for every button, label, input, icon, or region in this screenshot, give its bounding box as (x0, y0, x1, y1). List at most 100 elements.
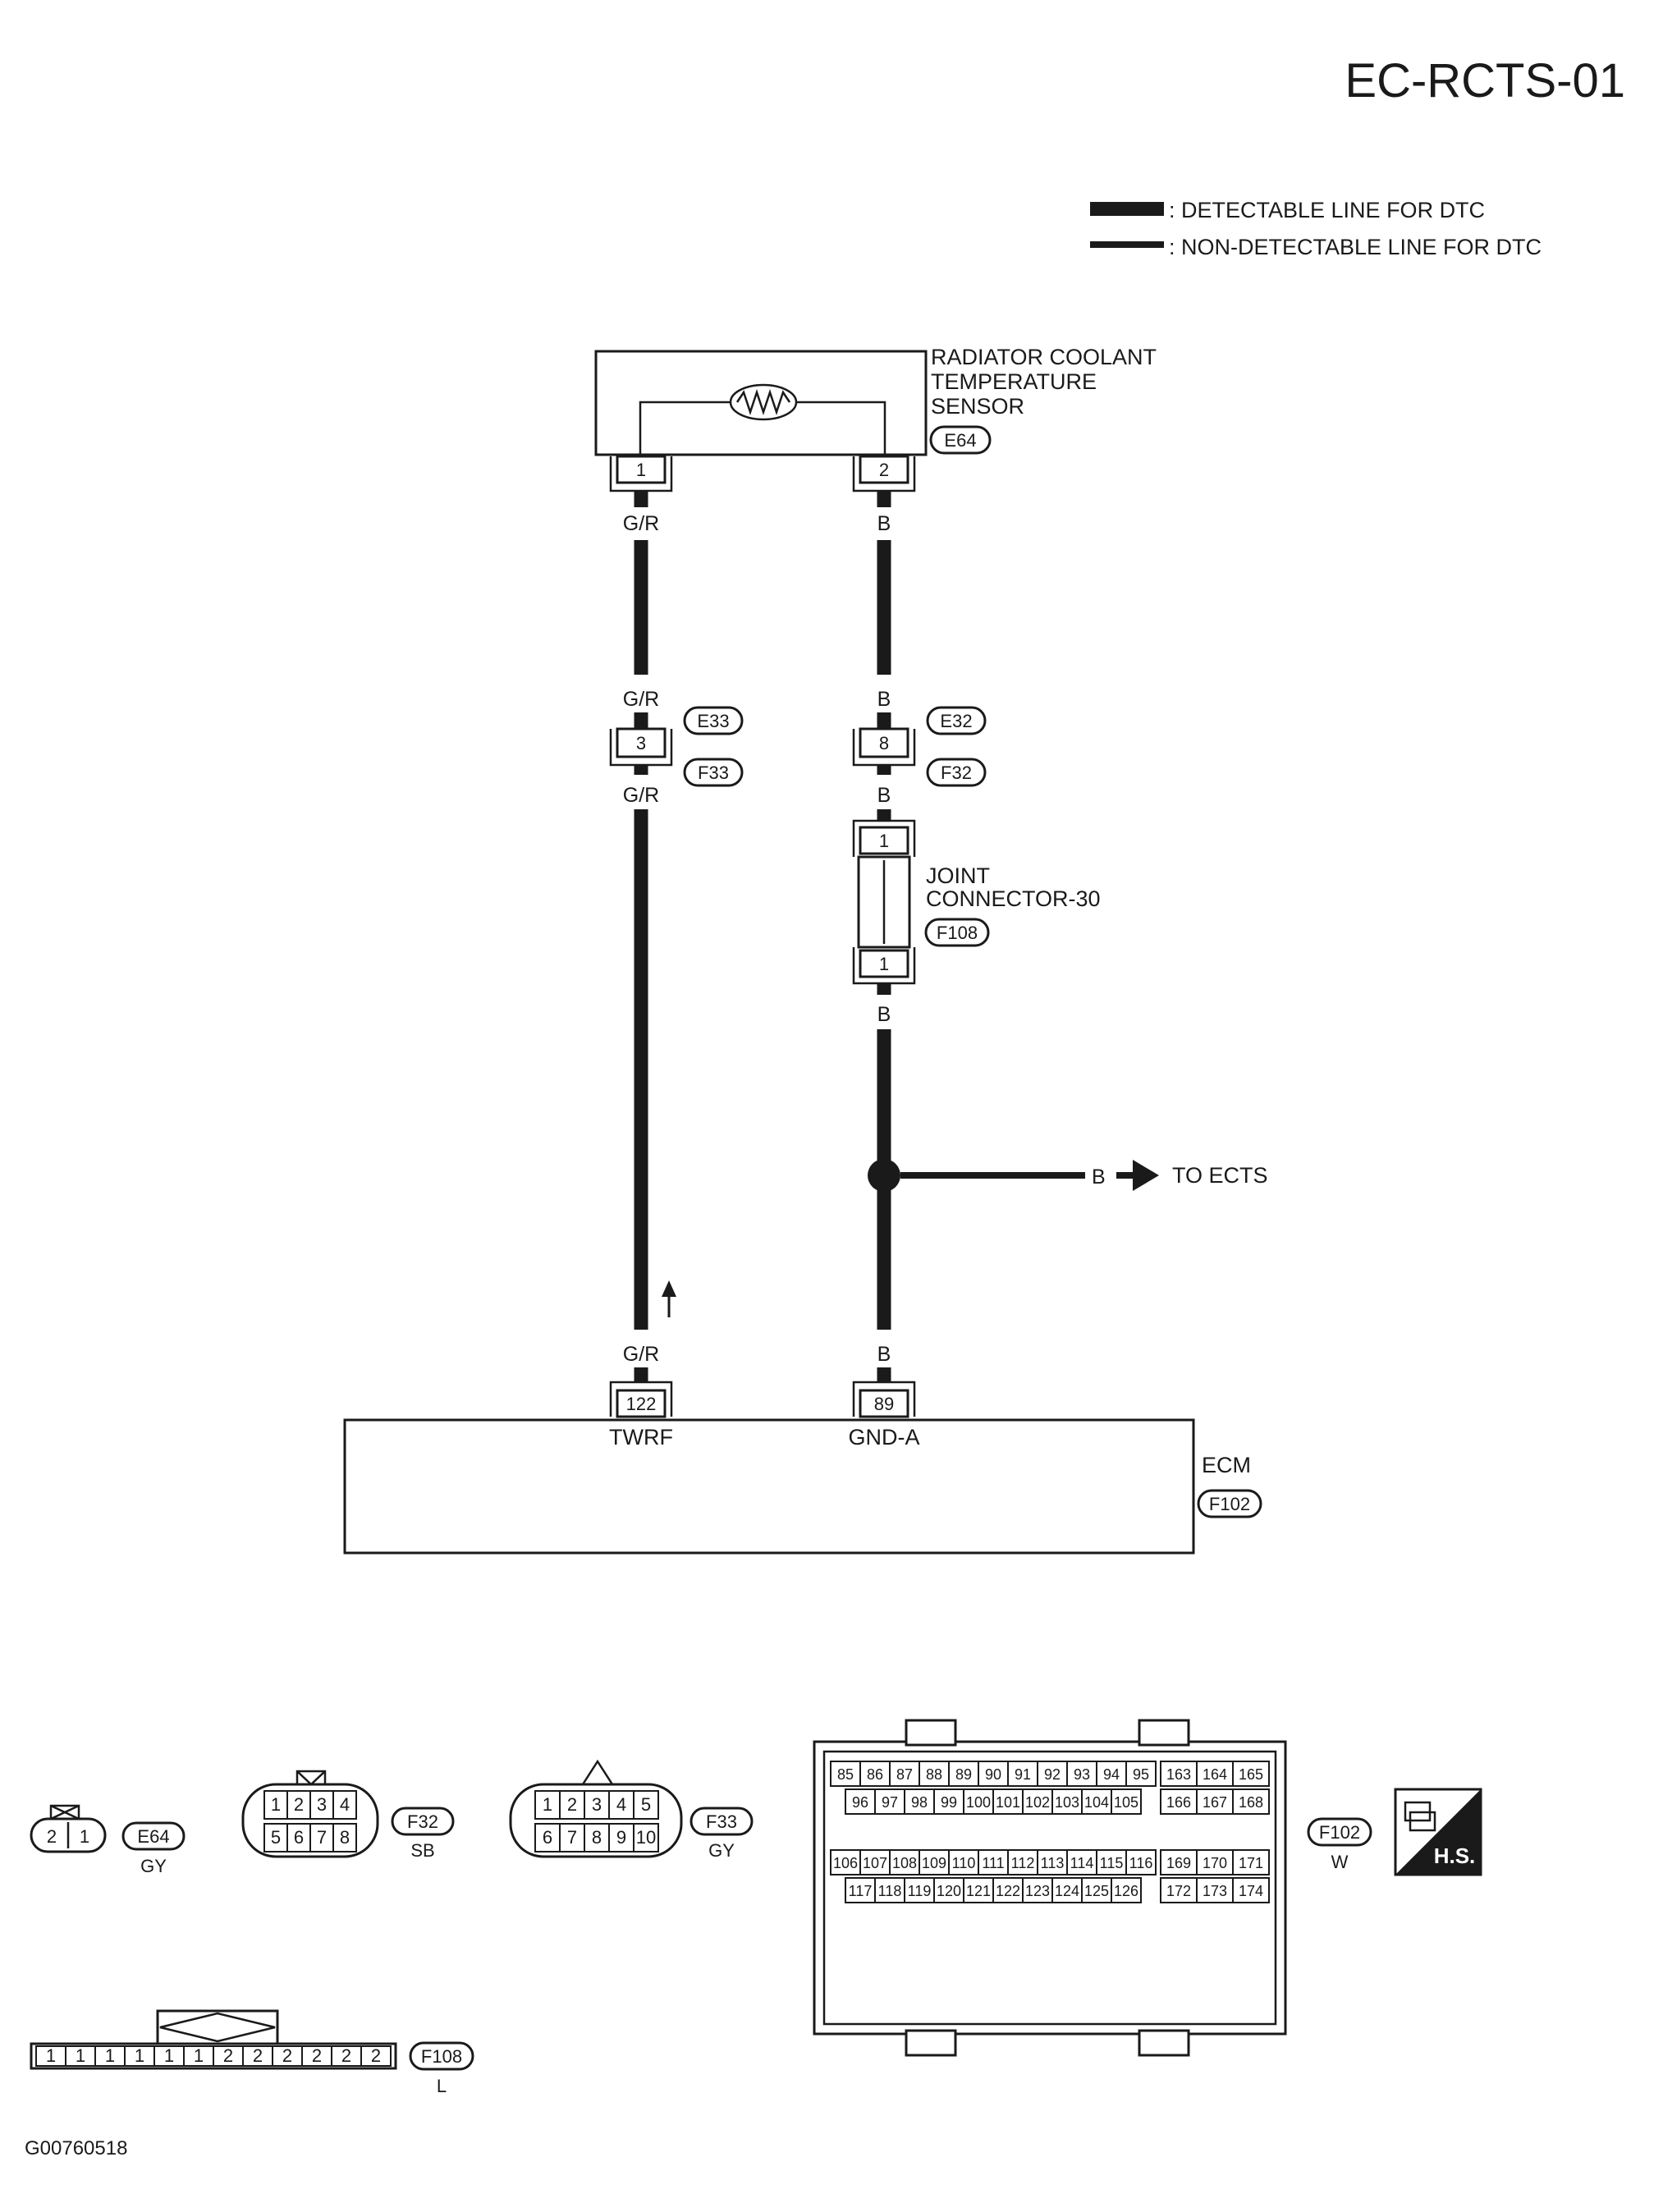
pin-label: 85 (837, 1766, 854, 1783)
pin-label: 4 (616, 1794, 626, 1815)
pin-label: 1 (105, 2045, 115, 2066)
pin-box (616, 727, 667, 758)
pin-box (616, 1389, 667, 1418)
arrow-right-icon (1116, 1160, 1159, 1191)
connector-color: L (437, 2076, 447, 2096)
signal-direction-arrow-icon (662, 1280, 676, 1317)
pin-label: 1 (164, 2045, 174, 2066)
pin-cell (534, 1790, 561, 1820)
pin-label: 172 (1166, 1883, 1191, 1899)
connector-key-icon (159, 2012, 276, 2043)
pin-label: 2 (567, 1794, 577, 1815)
connector-id-badge (689, 1807, 754, 1836)
hs-badge-icon: H.S. (1394, 1788, 1482, 1876)
pin-number: 122 (626, 1394, 657, 1414)
wire-color-gr-bottom: G/R (623, 1343, 659, 1366)
pin-label: 116 (1129, 1855, 1153, 1871)
pin-cell (301, 2045, 332, 2067)
connector-id: F32 (407, 1811, 438, 1832)
detectable-line-swatch (1090, 202, 1164, 216)
pin-label: 2 (341, 2045, 351, 2066)
connector-tag-e64 (929, 425, 992, 455)
joint-pin-top-box (859, 826, 909, 855)
page-title: EC-RCTS-01 (1345, 54, 1625, 108)
figure-code: G00760518 (25, 2137, 127, 2159)
pin-cell (1160, 1877, 1198, 1903)
pin-label: 163 (1166, 1766, 1191, 1783)
pin-cell (992, 1877, 1024, 1903)
pin-label: 167 (1203, 1794, 1227, 1811)
pin-number: 89 (874, 1394, 894, 1414)
pin-cell (919, 1849, 950, 1875)
connector-tag-e64-label: E64 (944, 430, 976, 451)
pin-label: 7 (317, 1827, 327, 1848)
pin-label: 91 (1015, 1766, 1031, 1783)
junction-connector-right: 8 E32 F32 (852, 706, 987, 787)
wire-color-b-below-joint: B (877, 1003, 891, 1026)
pin-cell (830, 1849, 861, 1875)
pin-label: 1 (543, 1794, 552, 1815)
joint-name-line-1: JOINT (926, 863, 990, 888)
pin-label: 9 (616, 1827, 626, 1848)
connector-color: GY (708, 1840, 735, 1861)
pin-label: 5 (641, 1794, 651, 1815)
pin-number: 1 (80, 1826, 89, 1847)
pin-cell (65, 2045, 96, 2067)
pin-cell (1022, 1877, 1053, 1903)
connector-tag-e33-label: E33 (697, 711, 729, 731)
connector-latch-bottom-right (1138, 2029, 1190, 2057)
connector-id-badge (409, 2041, 474, 2071)
pin-cell (904, 1788, 935, 1815)
pin-label: 95 (1133, 1766, 1149, 1783)
pin-cell (1196, 1761, 1234, 1787)
pin-cell (978, 1849, 1009, 1875)
pin-label: 171 (1239, 1855, 1263, 1871)
pin-label: 100 (966, 1794, 991, 1811)
joint-pin-bottom: 1 (879, 954, 889, 974)
pin-cell (1037, 1761, 1068, 1787)
connector-shell-inner (822, 1750, 1277, 2026)
pin-cell (1232, 1788, 1270, 1815)
connector-tag-f108-label: F108 (937, 923, 978, 943)
pin-box (616, 455, 667, 484)
pin-label: 96 (852, 1794, 868, 1811)
pin-cell (1111, 1788, 1142, 1815)
pin-label: 4 (340, 1794, 350, 1815)
pin-label: 2 (253, 2045, 263, 2066)
pin-label: 6 (294, 1827, 304, 1848)
pin-cell (1232, 1877, 1270, 1903)
pin-label: 1 (135, 2045, 144, 2066)
pin-cell (1196, 1877, 1234, 1903)
pin-cell (1037, 1849, 1068, 1875)
pin-cell (272, 2045, 303, 2067)
pin-label: 86 (867, 1766, 883, 1783)
pin-label: 94 (1103, 1766, 1120, 1783)
branch-target-label: TO ECTS (1172, 1163, 1268, 1188)
pin-label: 168 (1239, 1794, 1263, 1811)
pin-label: 113 (1041, 1855, 1065, 1871)
pin-label: 6 (543, 1827, 552, 1848)
wire-color-b-branch: B (1092, 1166, 1106, 1188)
joint-connector: 1 1 JOINT CONNECTOR-30 F108 (852, 819, 1101, 985)
pin-label: 125 (1084, 1883, 1109, 1899)
connector-color: GY (140, 1856, 167, 1876)
connector-tag-f108 (924, 918, 990, 947)
sensor-component: RADIATOR COOLANT TEMPERATURE SENSOR E64 (594, 345, 1157, 456)
pin-cell (286, 1790, 311, 1820)
pin-cell (859, 1761, 891, 1787)
pin-label: 89 (955, 1766, 972, 1783)
pin-label: 1 (194, 2045, 204, 2066)
legend-non-detectable: : NON-DETECTABLE LINE FOR DTC (1169, 235, 1542, 259)
pin-cell (633, 1790, 659, 1820)
splice-node (868, 1159, 900, 1192)
connector-lock-icon (49, 1804, 80, 1820)
connector-id: F102 (1319, 1822, 1360, 1843)
connector-tag-e33 (683, 706, 744, 735)
pin-cell (633, 1823, 659, 1852)
pin-cell (332, 1790, 357, 1820)
connector-id: F33 (706, 1811, 737, 1832)
pin-number: 2 (47, 1826, 57, 1847)
connector-tag-f102 (1197, 1489, 1262, 1518)
